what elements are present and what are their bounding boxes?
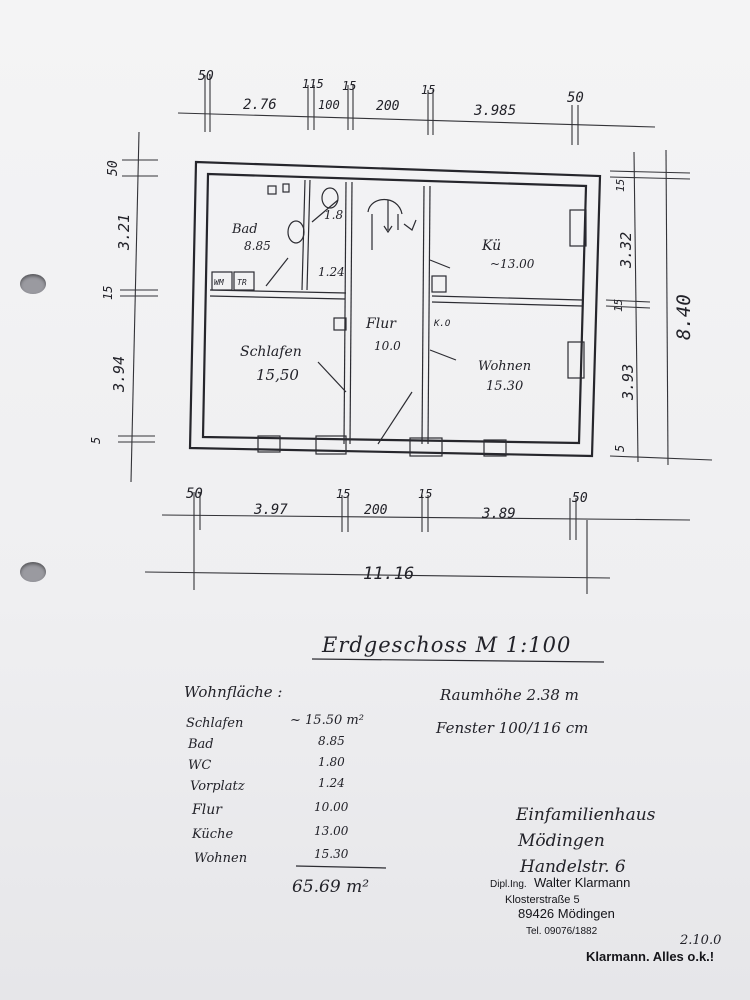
stamp-title: Dipl.Ing. (490, 879, 527, 890)
dim-bottom-1116: 11.16 (363, 564, 414, 584)
area-row-value: ~ 15.50 m² (290, 713, 364, 728)
top-dimension-chain: 50 115 15 15 50 2.76 100 200 3.985 (177, 69, 656, 145)
house-type: Einfamilienhaus (515, 805, 656, 825)
right-dimension-chain: 15 3.32 15 3.93 5 8.40 (605, 149, 713, 466)
room-bad-label: Bad (231, 222, 258, 237)
dim-right-5: 5 (613, 445, 627, 452)
area-row-name: Bad (187, 737, 214, 752)
dim-left-394: 3.94 (110, 356, 128, 393)
punch-hole-bottom (20, 562, 46, 582)
area-row-value: 13.00 (314, 824, 349, 838)
room-kueche-label: Kü (481, 238, 501, 254)
room-labels: Bad 8.85 1.8 1.24 Kü ~13.00 Flur 10.0 Sc… (214, 208, 535, 394)
dim-top-200: 200 (376, 99, 400, 114)
dim-left-50: 50 (106, 160, 121, 176)
room-height-note: Raumhöhe 2.38 m (439, 686, 579, 704)
room-wc-area: 1.8 (324, 208, 343, 222)
dim-right-840: 8.40 (673, 294, 695, 340)
dim-top-115: 115 (302, 77, 324, 91)
dim-bottom-50b: 50 (572, 491, 588, 506)
area-total: 65.69 m² (292, 877, 369, 897)
area-row-value: 1.24 (318, 776, 345, 790)
dim-top-15a: 15 (342, 79, 356, 93)
room-schlafen-area: 15,50 (256, 366, 299, 384)
dim-bottom-15b: 15 (418, 487, 432, 501)
room-kueche-area: ~13.00 (490, 257, 535, 271)
dim-bottom-15a: 15 (336, 487, 350, 501)
area-row-value: 8.85 (318, 734, 345, 748)
stamp-city: 89426 Mödingen (518, 906, 615, 921)
stamp-phone: Tel. 09076/1882 (526, 926, 598, 937)
room-wohnen-label: Wohnen (478, 359, 531, 374)
area-row-name: Vorplatz (190, 779, 245, 794)
dim-bottom-50a: 50 (186, 486, 203, 502)
area-row-name: Flur (191, 802, 223, 818)
dim-left-5: 5 (89, 437, 103, 444)
room-vorplatz-area: 1.24 (318, 265, 345, 279)
dim-left-15: 15 (101, 286, 115, 300)
stamp-street: Klosterstraße 5 (505, 894, 580, 906)
area-row-name: Schlafen (186, 716, 243, 731)
dim-bottom-397: 3.97 (253, 502, 288, 518)
dim-top-276: 2.76 (243, 97, 277, 113)
architect-stamp: Dipl.Ing. Walter Klarmann Klosterstraße … (490, 875, 630, 937)
approval-note: 2.10.0 Klarmann. Alles o.k.! (586, 933, 721, 964)
left-dimension-chain: 50 3.21 15 3.94 5 (89, 131, 158, 483)
area-row-name: Küche (191, 827, 233, 842)
dim-right-393: 3.93 (619, 364, 637, 401)
bottom-dimension-chain: 50 15 15 50 3.97 200 3.89 11.16 (144, 486, 691, 594)
room-flur-label: Flur (365, 316, 397, 332)
fixture-ko-label: K.O (433, 319, 451, 329)
room-wohnen-area: 15.30 (486, 379, 523, 394)
room-bad-area: 8.85 (244, 239, 271, 253)
room-schlafen-label: Schlafen (240, 344, 302, 360)
drawing-title: Erdgeschoss M 1:100 (311, 633, 605, 663)
dim-top-100: 100 (318, 98, 340, 112)
area-table: Wohnfläche : Schlafen ~ 15.50 m² Bad 8.8… (184, 683, 387, 897)
title-text: Erdgeschoss M 1:100 (321, 633, 571, 657)
dim-top-50a: 50 (198, 69, 214, 84)
town-name: Mödingen (517, 831, 605, 851)
area-row-name: Wohnen (194, 851, 247, 866)
dim-bottom-389: 3.89 (481, 506, 516, 522)
area-row-value: 10.00 (314, 800, 349, 814)
dim-top-3985: 3.985 (473, 103, 516, 119)
area-row-name: WC (188, 758, 211, 773)
street-address: Handelstr. 6 (519, 857, 626, 877)
window-note: Fenster 100/116 cm (435, 719, 588, 737)
dim-right-332: 3.32 (617, 232, 635, 269)
dim-left-321: 3.21 (115, 214, 133, 251)
approval-text: Klarmann. Alles o.k.! (586, 949, 714, 964)
room-flur-area: 10.0 (374, 339, 401, 353)
dim-right-15a: 15 (614, 179, 627, 192)
date-note: 2.10.0 (679, 933, 721, 948)
area-row-value: 15.30 (314, 847, 349, 861)
dim-right-15b: 15 (612, 299, 625, 312)
area-row-value: 1.80 (318, 755, 345, 769)
fixture-tr-label: TR (237, 278, 247, 287)
dim-bottom-200: 200 (364, 503, 388, 518)
area-heading: Wohnfläche : (184, 683, 282, 701)
punch-hole-top (20, 274, 46, 294)
floor-plan-walls (188, 160, 602, 458)
general-notes: Raumhöhe 2.38 m Fenster 100/116 cm Einfa… (435, 686, 656, 877)
stamp-name: Walter Klarmann (534, 875, 630, 890)
fixture-wm-label: WM (214, 278, 225, 287)
dim-top-50b: 50 (567, 90, 584, 106)
dim-top-15b: 15 (421, 83, 435, 97)
